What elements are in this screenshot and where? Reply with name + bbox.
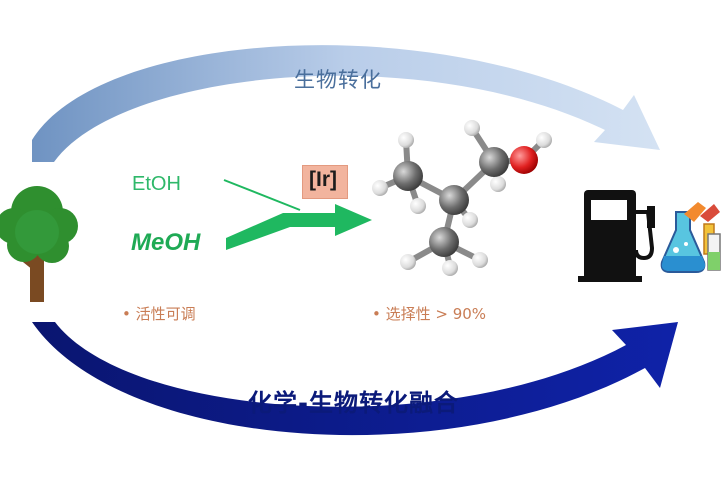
lab-flask-icon (660, 202, 721, 273)
meoh-label: MeOH (131, 229, 201, 256)
etoh-line (223, 179, 301, 211)
chem-bio-fusion-label: 化学-生物转化融合 (248, 389, 459, 417)
top-arc-arrow (32, 45, 660, 162)
selectivity-note: • 选择性 > 90% (372, 305, 487, 323)
biotransformation-label: 生物转化 (294, 68, 382, 92)
etoh-label: EtOH (132, 173, 181, 195)
tree-icon (0, 186, 78, 302)
catalyst-label: [Ir] (309, 168, 337, 191)
fuel-pump-icon (578, 190, 655, 282)
meoh-arrow (226, 204, 372, 250)
molecule-isobutanol (372, 120, 552, 276)
activity-note: • 活性可调 (122, 305, 196, 323)
bottom-arc-arrow (32, 322, 678, 436)
catalyst-box (302, 165, 348, 199)
